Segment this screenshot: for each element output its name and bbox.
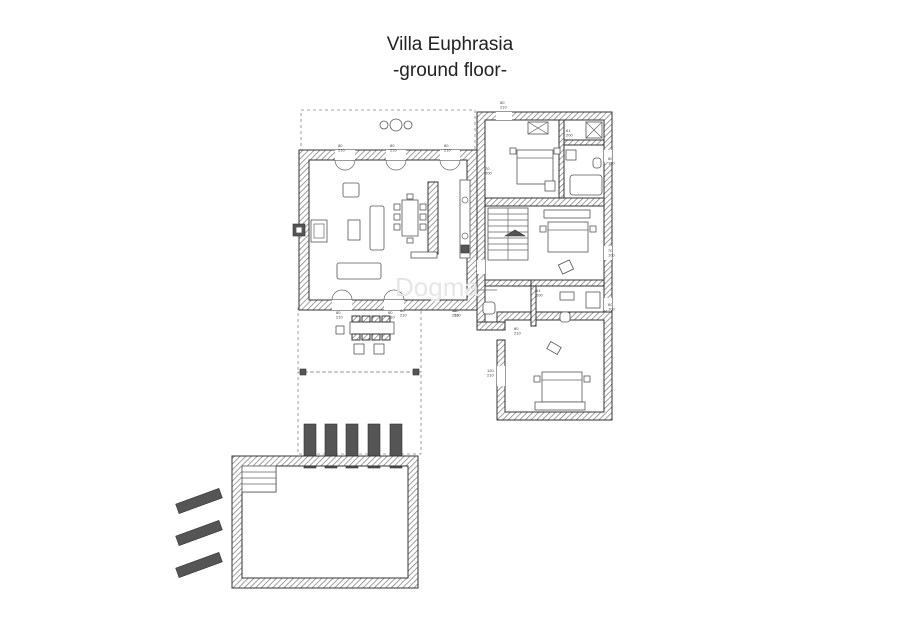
dimension-label: 80	[454, 308, 459, 313]
dimension-label: 210	[452, 313, 459, 318]
dimension-label: 60	[608, 302, 613, 307]
dimension-label: 80	[400, 308, 405, 313]
dimension-label: 210	[444, 148, 451, 153]
wardrobe	[543, 209, 591, 219]
bed	[541, 371, 583, 403]
outdoor-round-table	[379, 118, 413, 132]
dimension-label: 80	[338, 143, 343, 148]
dining-table	[401, 199, 419, 237]
bathroom-1	[565, 121, 603, 196]
sofa-bottom	[336, 262, 382, 280]
bathtub	[569, 174, 603, 196]
dimension-label: 210	[400, 313, 407, 318]
dimension-label: 210	[390, 148, 397, 153]
dimension-label: 61	[566, 128, 571, 133]
kitchen-counter	[459, 179, 471, 259]
dimension-label: 80	[500, 100, 505, 105]
dimension-label: 210	[454, 313, 461, 318]
bed	[547, 221, 589, 253]
toilet	[592, 157, 602, 169]
dimension-label: 200	[485, 171, 492, 176]
plan-title: Villa Euphrasia	[386, 34, 514, 55]
dimension-label: 210	[388, 315, 395, 320]
dimension-label: 70	[608, 248, 613, 253]
dimension-label: 120	[487, 368, 494, 373]
dimension-label: 210	[336, 315, 343, 320]
dimension-label: 60	[608, 156, 613, 161]
dimension-labels: 8021080210802108021080210802106120060100…	[336, 100, 615, 378]
dimension-label: 200	[566, 133, 573, 138]
outdoor-dining-set	[335, 315, 395, 355]
swimming-pool	[231, 455, 419, 589]
watermark-text: Dogma	[395, 272, 479, 302]
dimension-label: 210	[338, 148, 345, 153]
dimension-label: 210	[500, 105, 507, 110]
dimension-label: 80	[444, 143, 449, 148]
fireplace	[310, 219, 328, 243]
dimension-label: 61	[536, 288, 541, 293]
dimension-label: 80	[452, 308, 457, 313]
dimension-label: 70	[485, 166, 490, 171]
wardrobe	[534, 401, 586, 411]
entrance-wc	[477, 289, 497, 315]
dimension-label: 100	[608, 253, 615, 258]
plan-subtitle: -ground floor-	[392, 60, 508, 81]
dimension-label: 210	[487, 373, 494, 378]
coffee-table	[347, 219, 361, 241]
dimension-label: 100	[608, 307, 615, 312]
bathroom-2	[559, 291, 601, 323]
sofa-right	[369, 205, 385, 251]
bedroom-1	[509, 121, 561, 192]
living-furniture	[336, 179, 471, 280]
bedroom-3	[533, 340, 591, 411]
dimension-label: 80	[390, 143, 395, 148]
sun-loungers	[175, 423, 403, 578]
bedroom-wing-walls	[476, 111, 613, 421]
bed	[516, 149, 554, 185]
dimension-label: 100	[608, 161, 615, 166]
staircase	[487, 207, 529, 261]
sink	[565, 149, 577, 161]
dimension-label: 210	[514, 331, 521, 336]
bedroom-2	[539, 209, 597, 275]
dimension-label: 80	[388, 310, 393, 315]
dimension-label: 80	[336, 310, 341, 315]
kitchen-island	[427, 181, 439, 255]
dimension-label: 200	[536, 293, 543, 298]
armchair	[342, 182, 360, 198]
dimension-label: 80	[514, 326, 519, 331]
